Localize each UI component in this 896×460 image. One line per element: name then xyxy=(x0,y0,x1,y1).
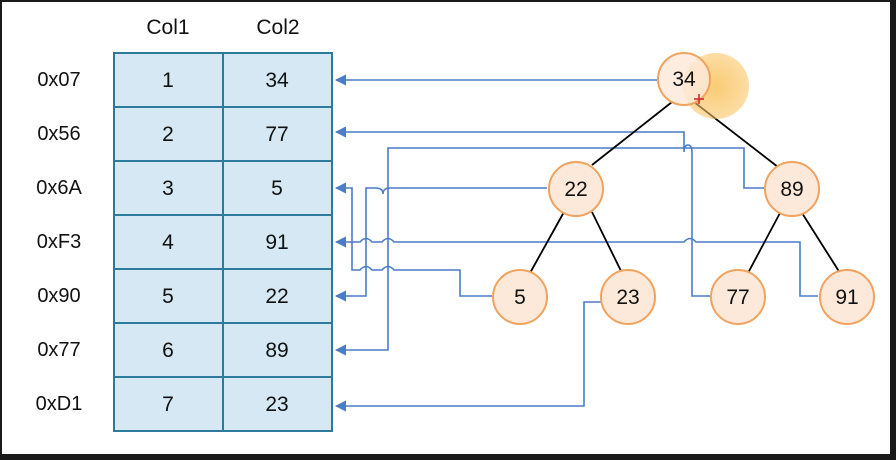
table-row: 0x07 1 34 xyxy=(37,52,333,108)
cell-col1: 4 xyxy=(162,231,174,254)
cell-col1: 6 xyxy=(162,339,174,362)
cell-col2: 77 xyxy=(265,123,288,146)
node-circle xyxy=(710,269,766,325)
row-address-label: 0x90 xyxy=(37,285,80,307)
node-circle xyxy=(819,269,875,325)
tree-node[interactable]: 89 xyxy=(764,161,820,217)
tree-edge xyxy=(591,101,673,166)
pointer-line xyxy=(334,126,710,297)
cell-col2: 22 xyxy=(265,285,288,308)
node-circle xyxy=(657,52,711,106)
pointer-line xyxy=(334,182,492,297)
node-label: 22 xyxy=(564,178,587,201)
node-circle xyxy=(764,161,820,217)
index-tree-diagram: Col1 Col2 0x07 1 34 0x56 2 77 xyxy=(36,16,875,432)
table-cell xyxy=(222,376,333,432)
pointer-line xyxy=(334,236,818,297)
tree-edge xyxy=(529,211,565,274)
row-address-label: 0x77 xyxy=(37,339,80,361)
cell-col1: 7 xyxy=(162,393,174,416)
table-row: 0xD1 7 23 xyxy=(36,376,333,432)
cell-col2: 91 xyxy=(265,231,288,254)
tree-node[interactable]: 77 xyxy=(710,269,766,325)
table-cell xyxy=(222,160,333,216)
tree-node[interactable]: 23 xyxy=(600,269,656,325)
cell-col1: 1 xyxy=(162,69,174,92)
row-address-label: 0xF3 xyxy=(37,231,81,253)
table: 0x07 1 34 0x56 2 77 0x6A 3 xyxy=(36,52,333,432)
node-circle xyxy=(548,161,604,217)
table-cell xyxy=(113,52,224,108)
node-label: 77 xyxy=(726,286,749,309)
tree-edge xyxy=(801,212,841,274)
node-circle xyxy=(492,269,548,325)
crosshair-cursor-icon xyxy=(694,94,704,104)
row-address-label: 0x56 xyxy=(37,123,80,145)
table-row: 0x90 5 22 xyxy=(37,268,333,324)
tree-edge xyxy=(747,212,781,274)
pointer-lines xyxy=(334,74,818,412)
node-label: 91 xyxy=(835,286,858,309)
table-cell xyxy=(222,214,333,270)
node-circle xyxy=(600,269,656,325)
table-cell xyxy=(222,268,333,324)
pointer-line xyxy=(334,187,547,302)
table-row: 0x6A 3 5 xyxy=(36,160,333,216)
row-address-label: 0x6A xyxy=(36,177,82,199)
cell-col2: 89 xyxy=(265,339,288,362)
tree-edge xyxy=(591,211,623,274)
pointer-line xyxy=(334,301,627,412)
cell-col1: 5 xyxy=(162,285,174,308)
table-cell xyxy=(222,106,333,162)
tree-node[interactable]: 91 xyxy=(819,269,875,325)
table-cell xyxy=(222,52,333,108)
table-row: 0x56 2 77 xyxy=(37,106,333,162)
row-address-label: 0xD1 xyxy=(36,393,83,415)
tree-node[interactable]: 22 xyxy=(548,161,604,217)
cell-col1: 3 xyxy=(162,177,174,200)
table-cell xyxy=(113,376,224,432)
node-label: 5 xyxy=(514,286,526,309)
cell-col2: 34 xyxy=(265,69,289,92)
column-header-col1: Col1 xyxy=(146,16,189,39)
table-row: 0x77 6 89 xyxy=(37,322,333,378)
tree-node[interactable]: 5 xyxy=(492,269,548,325)
node-label: 23 xyxy=(616,286,639,309)
node-label: 89 xyxy=(780,178,803,201)
diagram-canvas: Col1 Col2 0x07 1 34 0x56 2 77 xyxy=(2,2,890,454)
tree-nodes: 34 22 89 5 23 xyxy=(492,52,875,325)
table-cell xyxy=(222,322,333,378)
row-address-label: 0x07 xyxy=(37,69,80,91)
cell-col2: 5 xyxy=(271,177,283,200)
cell-col1: 2 xyxy=(162,123,174,146)
node-label: 34 xyxy=(672,68,696,91)
tree-node[interactable]: 34 xyxy=(657,52,711,106)
table-row: 0xF3 4 91 xyxy=(37,214,333,270)
column-header-col2: Col2 xyxy=(256,16,299,39)
cell-col2: 23 xyxy=(265,393,288,416)
pointer-line xyxy=(334,147,764,356)
